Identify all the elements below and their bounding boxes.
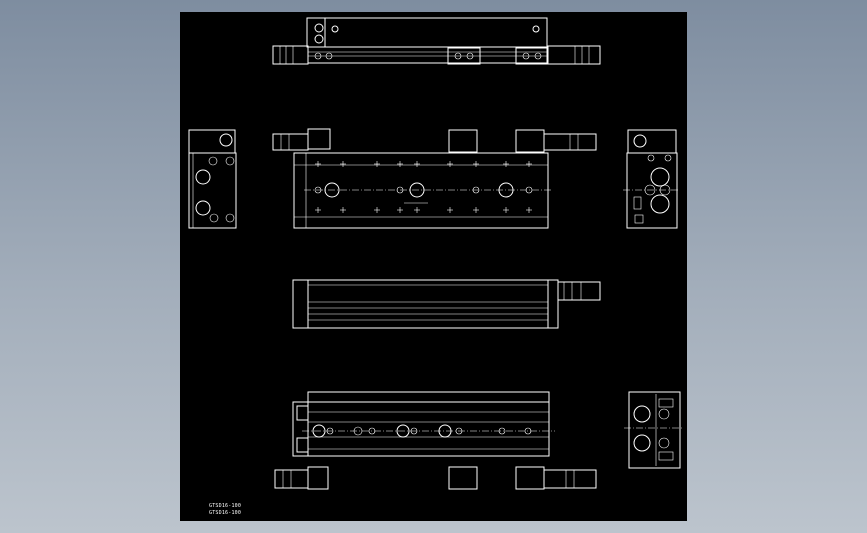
drawing-sheet: GTSD16-100 GTSD16-100 <box>180 12 687 521</box>
right-end-view <box>623 129 680 229</box>
drawing-note-2: GTSD16-100 <box>209 510 242 516</box>
front-view <box>272 128 597 229</box>
hole-markers <box>315 161 532 213</box>
rear-view <box>274 391 597 490</box>
section-view <box>624 391 684 469</box>
cad-drawing <box>188 17 684 490</box>
drawing-note-1: GTSD16-100 <box>209 503 242 509</box>
top-view <box>272 17 601 65</box>
bottom-view <box>292 279 601 329</box>
left-end-view <box>188 129 237 229</box>
